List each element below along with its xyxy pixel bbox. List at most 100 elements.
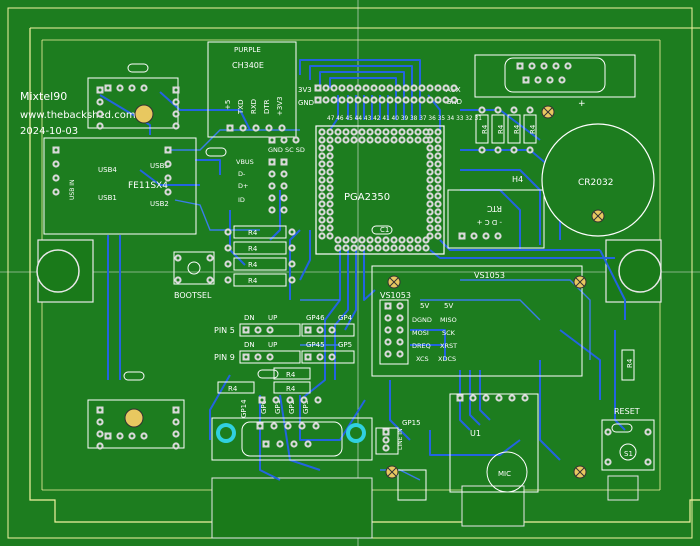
pga-header-pad bbox=[346, 84, 354, 92]
pga-pad bbox=[434, 144, 442, 152]
resistor-bank-mid: R4 R4 R4 R4 bbox=[233, 225, 287, 287]
pga-pad bbox=[434, 128, 442, 136]
vs1053-left-label: VS1053 bbox=[380, 291, 411, 300]
reset-resistor bbox=[621, 349, 635, 381]
usb1-label: USB1 bbox=[98, 194, 117, 202]
pga-pad bbox=[414, 128, 422, 136]
usb-header-pad bbox=[280, 206, 288, 214]
pga-pad bbox=[358, 128, 366, 136]
pga-pad bbox=[334, 128, 342, 136]
pga-pad bbox=[358, 136, 366, 144]
usb-pad bbox=[96, 442, 104, 450]
pga-pad bbox=[390, 236, 398, 244]
mic-label: MIC bbox=[498, 470, 511, 478]
s1-label: S1 bbox=[624, 450, 633, 458]
r4-mid-b: R4 bbox=[248, 245, 258, 253]
vs1053-pad bbox=[396, 338, 404, 346]
usb-pad bbox=[116, 84, 124, 92]
resistor-pad bbox=[526, 146, 534, 154]
pga-pad bbox=[398, 128, 406, 136]
pga-header-pad bbox=[338, 96, 346, 104]
pga-pad bbox=[434, 224, 442, 232]
usb-pad bbox=[172, 430, 180, 438]
reset-button[interactable] bbox=[601, 419, 655, 471]
pga-pad bbox=[422, 128, 430, 136]
pga-header-pad bbox=[322, 84, 330, 92]
u1-pad bbox=[521, 394, 529, 402]
resistor-pad bbox=[224, 260, 232, 268]
h4-label: H4 bbox=[512, 175, 523, 184]
pga-header-pad bbox=[386, 96, 394, 104]
vs1053-module: VS1053 VS1053 5V 5V DGND MISO MOSI SCK D… bbox=[371, 265, 583, 377]
pga2350-module: PGA2350 C1 bbox=[315, 125, 445, 255]
pga-header-pad bbox=[386, 84, 394, 92]
db9-pad bbox=[304, 440, 312, 448]
jumper-pad bbox=[328, 326, 336, 334]
ch340e-pad bbox=[226, 124, 234, 132]
pga-pad bbox=[342, 136, 350, 144]
capacitor bbox=[123, 371, 145, 381]
r4-mid-a: R4 bbox=[248, 229, 258, 237]
pga-header-pad bbox=[426, 96, 434, 104]
gp1-label: GP1 bbox=[274, 400, 282, 414]
usb-header-pad bbox=[268, 170, 276, 178]
db9-pad bbox=[262, 440, 270, 448]
pga-pad bbox=[350, 244, 358, 252]
jumper-pad bbox=[304, 353, 312, 361]
c1-pga: C1 bbox=[380, 226, 389, 234]
u1-pad bbox=[495, 394, 503, 402]
usb-hub-pad bbox=[164, 160, 172, 168]
bootsel-button[interactable] bbox=[173, 251, 215, 285]
ch340e-pad bbox=[239, 124, 247, 132]
pga-pad bbox=[434, 136, 442, 144]
pga-pad bbox=[342, 128, 350, 136]
usb-hub-pad bbox=[52, 146, 60, 154]
usb-header-pad bbox=[280, 158, 288, 166]
pga-pad bbox=[326, 208, 334, 216]
gp-header-pad bbox=[258, 396, 266, 404]
pga-pad bbox=[374, 236, 382, 244]
gp-header-pad bbox=[300, 396, 308, 404]
gpio-row-label: 47 46 45 44 43 42 41 40 39 38 37 36 35 3… bbox=[327, 116, 482, 122]
jumper-pad bbox=[328, 353, 336, 361]
r4-c: R4 bbox=[513, 124, 521, 134]
dn-label-2: DN bbox=[244, 341, 255, 349]
usb-pad bbox=[172, 110, 180, 118]
r4-mid-d: R4 bbox=[248, 277, 258, 285]
pin-label-rxd: RXD bbox=[250, 99, 258, 114]
bootsel-label: BOOTSEL bbox=[174, 291, 212, 300]
mount-hole-right bbox=[618, 249, 662, 293]
capacitor bbox=[127, 63, 149, 73]
usb-header-pad bbox=[268, 194, 276, 202]
vs1053-pad bbox=[396, 350, 404, 358]
pga-pad bbox=[426, 208, 434, 216]
usb-hub-pad bbox=[52, 188, 60, 196]
pga-pad bbox=[426, 184, 434, 192]
resistor-pad bbox=[526, 106, 534, 114]
pga-pad bbox=[366, 128, 374, 136]
pga-pad bbox=[374, 244, 382, 252]
pga-pad bbox=[434, 184, 442, 192]
usb-socket-bottom-left bbox=[87, 399, 185, 449]
pga-header-pad bbox=[402, 84, 410, 92]
pga-pad bbox=[318, 200, 326, 208]
gp4-label: GP4 bbox=[338, 314, 353, 322]
pga-pad bbox=[366, 136, 374, 144]
usb-hub-pad bbox=[52, 160, 60, 168]
pga-pad bbox=[358, 244, 366, 252]
reset-r4: R4 bbox=[626, 358, 634, 368]
pga-header-pad bbox=[450, 84, 458, 92]
pga-pad bbox=[326, 136, 334, 144]
resistor-bank-low: R4 R4 R4 bbox=[217, 367, 311, 394]
db9-pad bbox=[290, 440, 298, 448]
pga-pad bbox=[318, 224, 326, 232]
pga-header-pad bbox=[346, 96, 354, 104]
pga-pad bbox=[334, 244, 342, 252]
bottom-connector-right-box bbox=[607, 475, 639, 501]
pga-pad bbox=[326, 184, 334, 192]
pga-pad bbox=[318, 136, 326, 144]
mount-hole bbox=[541, 105, 555, 119]
r4-low-a: R4 bbox=[228, 385, 238, 393]
usb-hub-pad bbox=[52, 174, 60, 182]
r4-d: R4 bbox=[529, 124, 537, 134]
